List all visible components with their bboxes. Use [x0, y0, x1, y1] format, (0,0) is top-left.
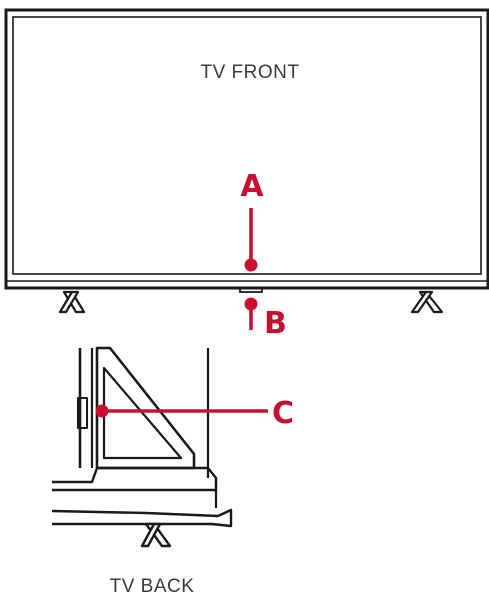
- tv-front-left-foot: [60, 292, 84, 312]
- callout-b-label: B: [264, 306, 287, 341]
- callout-c-label: C: [272, 396, 294, 431]
- tv-back-label: TV BACK: [110, 576, 195, 597]
- tv-front-label: TV FRONT: [201, 62, 300, 83]
- tv-back-foot: [142, 524, 170, 546]
- callout-a-label: A: [240, 169, 264, 204]
- callout-a-dot: [245, 259, 258, 272]
- tv-front-bezel: [6, 10, 488, 288]
- tv-back-stand-bracket: [97, 348, 194, 468]
- callout-c: C: [96, 396, 295, 431]
- callout-b: B: [245, 298, 287, 342]
- tv-front-screen: [13, 17, 481, 274]
- tv-front-sensor-tab: [240, 288, 262, 292]
- tv-front-right-foot: [412, 292, 442, 312]
- tv-back-illustration: [52, 348, 231, 546]
- callout-a: A: [240, 169, 264, 272]
